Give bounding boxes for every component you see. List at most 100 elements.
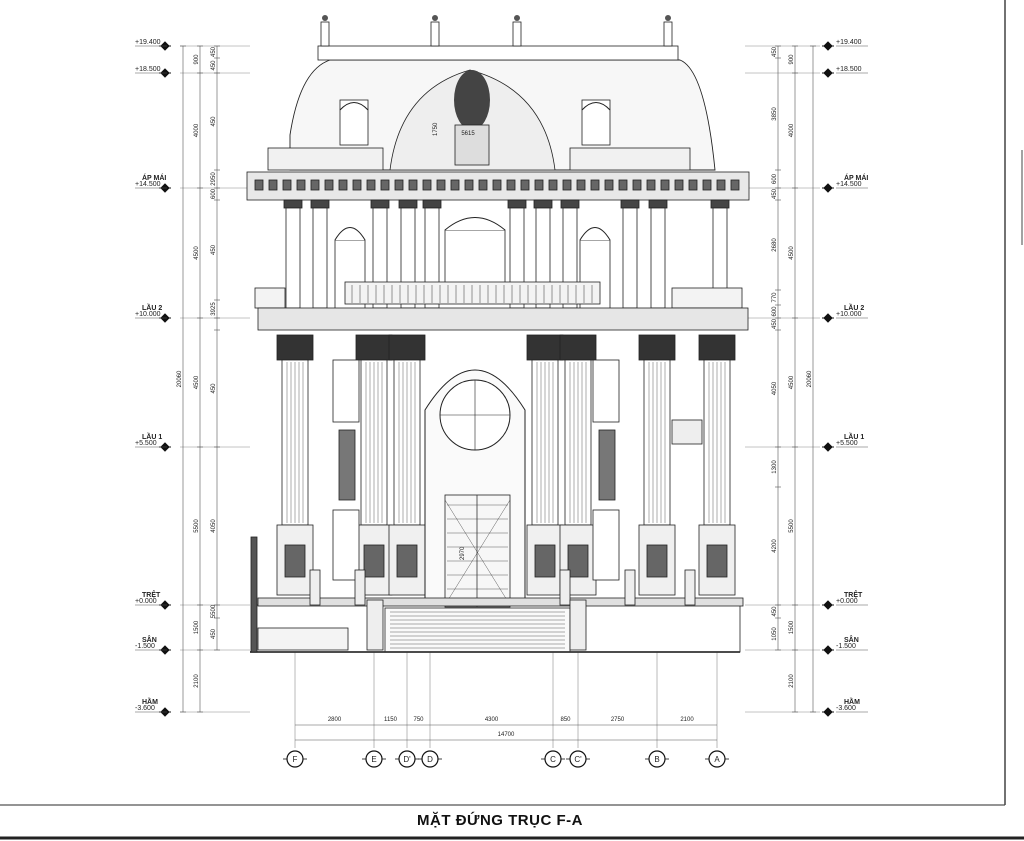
level-marker-icon	[822, 183, 834, 193]
dentil	[380, 179, 390, 191]
finial-top	[665, 15, 671, 21]
dimension-value: 450	[211, 60, 217, 71]
side-balcony-left	[254, 287, 286, 309]
dentil	[576, 179, 586, 191]
level-elevation: +10.000	[135, 311, 161, 318]
dimension-value: 2100	[789, 674, 795, 688]
level-marker-icon	[822, 645, 834, 655]
level-elevation: +0.000	[135, 598, 157, 605]
stair-pedestal	[569, 599, 587, 651]
pedestal-ornament	[567, 544, 589, 578]
dimension-value: 600	[211, 188, 217, 199]
lower-window	[592, 509, 620, 581]
window-arch	[334, 227, 366, 241]
balustrade-lower-left	[257, 627, 349, 651]
level-name: HẦM	[844, 696, 860, 706]
ground-floor-plinth	[257, 597, 744, 607]
column-capital	[526, 334, 564, 361]
dimension-value: 450	[772, 606, 778, 617]
dentil	[660, 179, 670, 191]
roof-finial	[320, 21, 330, 47]
side-balcony-bracket	[671, 419, 703, 445]
pedestal-ornament	[534, 544, 556, 578]
dimension-value: 5500	[789, 519, 795, 533]
level-name: LẦU 2	[844, 302, 864, 312]
dimension-value: 2950	[211, 172, 217, 186]
level-elevation: +5.500	[836, 440, 858, 447]
level-name: LẦU 1	[844, 431, 864, 441]
level-elevation: +18.500	[135, 66, 161, 73]
dimension-value: 4050	[772, 381, 778, 395]
dentil	[436, 179, 446, 191]
dentil	[548, 179, 558, 191]
dentil	[632, 179, 642, 191]
dentil	[310, 179, 320, 191]
dimension-value: 4500	[194, 375, 200, 389]
roof-balustrade-left	[267, 147, 384, 171]
upper-column	[285, 207, 301, 309]
level-marker-icon	[822, 313, 834, 323]
column-capital	[355, 334, 393, 361]
level-marker-icon	[822, 41, 834, 51]
tall-window	[592, 359, 620, 423]
level-name: LẦU 1	[142, 431, 162, 441]
dimension-value: 450	[211, 383, 217, 394]
dimension-value: 450	[211, 46, 217, 57]
level-elevation: -1.500	[836, 643, 856, 650]
level-name: SÂN	[142, 635, 157, 644]
column-capital	[638, 334, 676, 361]
axis-total-value: 14700	[498, 732, 515, 738]
dimension-value: 450	[772, 188, 778, 199]
railing-post	[684, 569, 696, 606]
ornament-panel	[338, 429, 356, 501]
crest-panel	[454, 124, 490, 166]
dimension-value: 4500	[789, 375, 795, 389]
level-marker-icon	[822, 442, 834, 452]
dimension-value: 5500	[194, 519, 200, 533]
upper-column	[622, 207, 638, 309]
dentil	[618, 179, 628, 191]
level-marker-icon	[822, 600, 834, 610]
dimension-value: 1500	[194, 620, 200, 634]
dentil	[254, 179, 264, 191]
dentil	[688, 179, 698, 191]
dentil	[296, 179, 306, 191]
pedestal-ornament	[363, 544, 385, 578]
annotation-5615: 5615	[461, 131, 475, 137]
dentil	[646, 179, 656, 191]
level-elevation: +14.500	[135, 181, 161, 188]
roof-finial	[663, 21, 673, 47]
level-elevation: -1.500	[135, 643, 155, 650]
roof-balustrade-right	[569, 147, 691, 171]
dimension-value: 4200	[772, 539, 778, 553]
entrance-stairs	[384, 607, 571, 653]
axis-dim-value: 2800	[328, 717, 342, 723]
dentil	[506, 179, 516, 191]
dimension-value: 450	[211, 116, 217, 127]
column-capital	[398, 199, 418, 209]
level-name: ÁP MÁI	[844, 173, 868, 182]
level-elevation: +14.500	[836, 181, 862, 188]
level-elevation: +18.500	[836, 66, 862, 73]
drawing-title: MẶT ĐỨNG TRỤC F-A	[417, 812, 583, 829]
dentil	[352, 179, 362, 191]
column-capital	[698, 334, 736, 361]
axis-dim-value: 4300	[485, 717, 499, 723]
axis-label: B	[654, 755, 659, 764]
side-wall-post	[250, 536, 258, 653]
dentil	[282, 179, 292, 191]
dentil	[716, 179, 726, 191]
level-elevation: +10.000	[836, 311, 862, 318]
finial-top	[514, 15, 520, 21]
axis-label: C	[550, 755, 556, 764]
dimension-value: 450	[211, 628, 217, 639]
level-marker-icon	[822, 68, 834, 78]
central-balcony	[344, 281, 601, 305]
crest-ornament	[454, 70, 490, 130]
railing-post	[354, 569, 366, 606]
column-capital	[710, 199, 730, 209]
roof-cornice	[317, 45, 679, 61]
roof-finial	[430, 21, 440, 47]
level-elevation: -3.600	[836, 705, 856, 712]
